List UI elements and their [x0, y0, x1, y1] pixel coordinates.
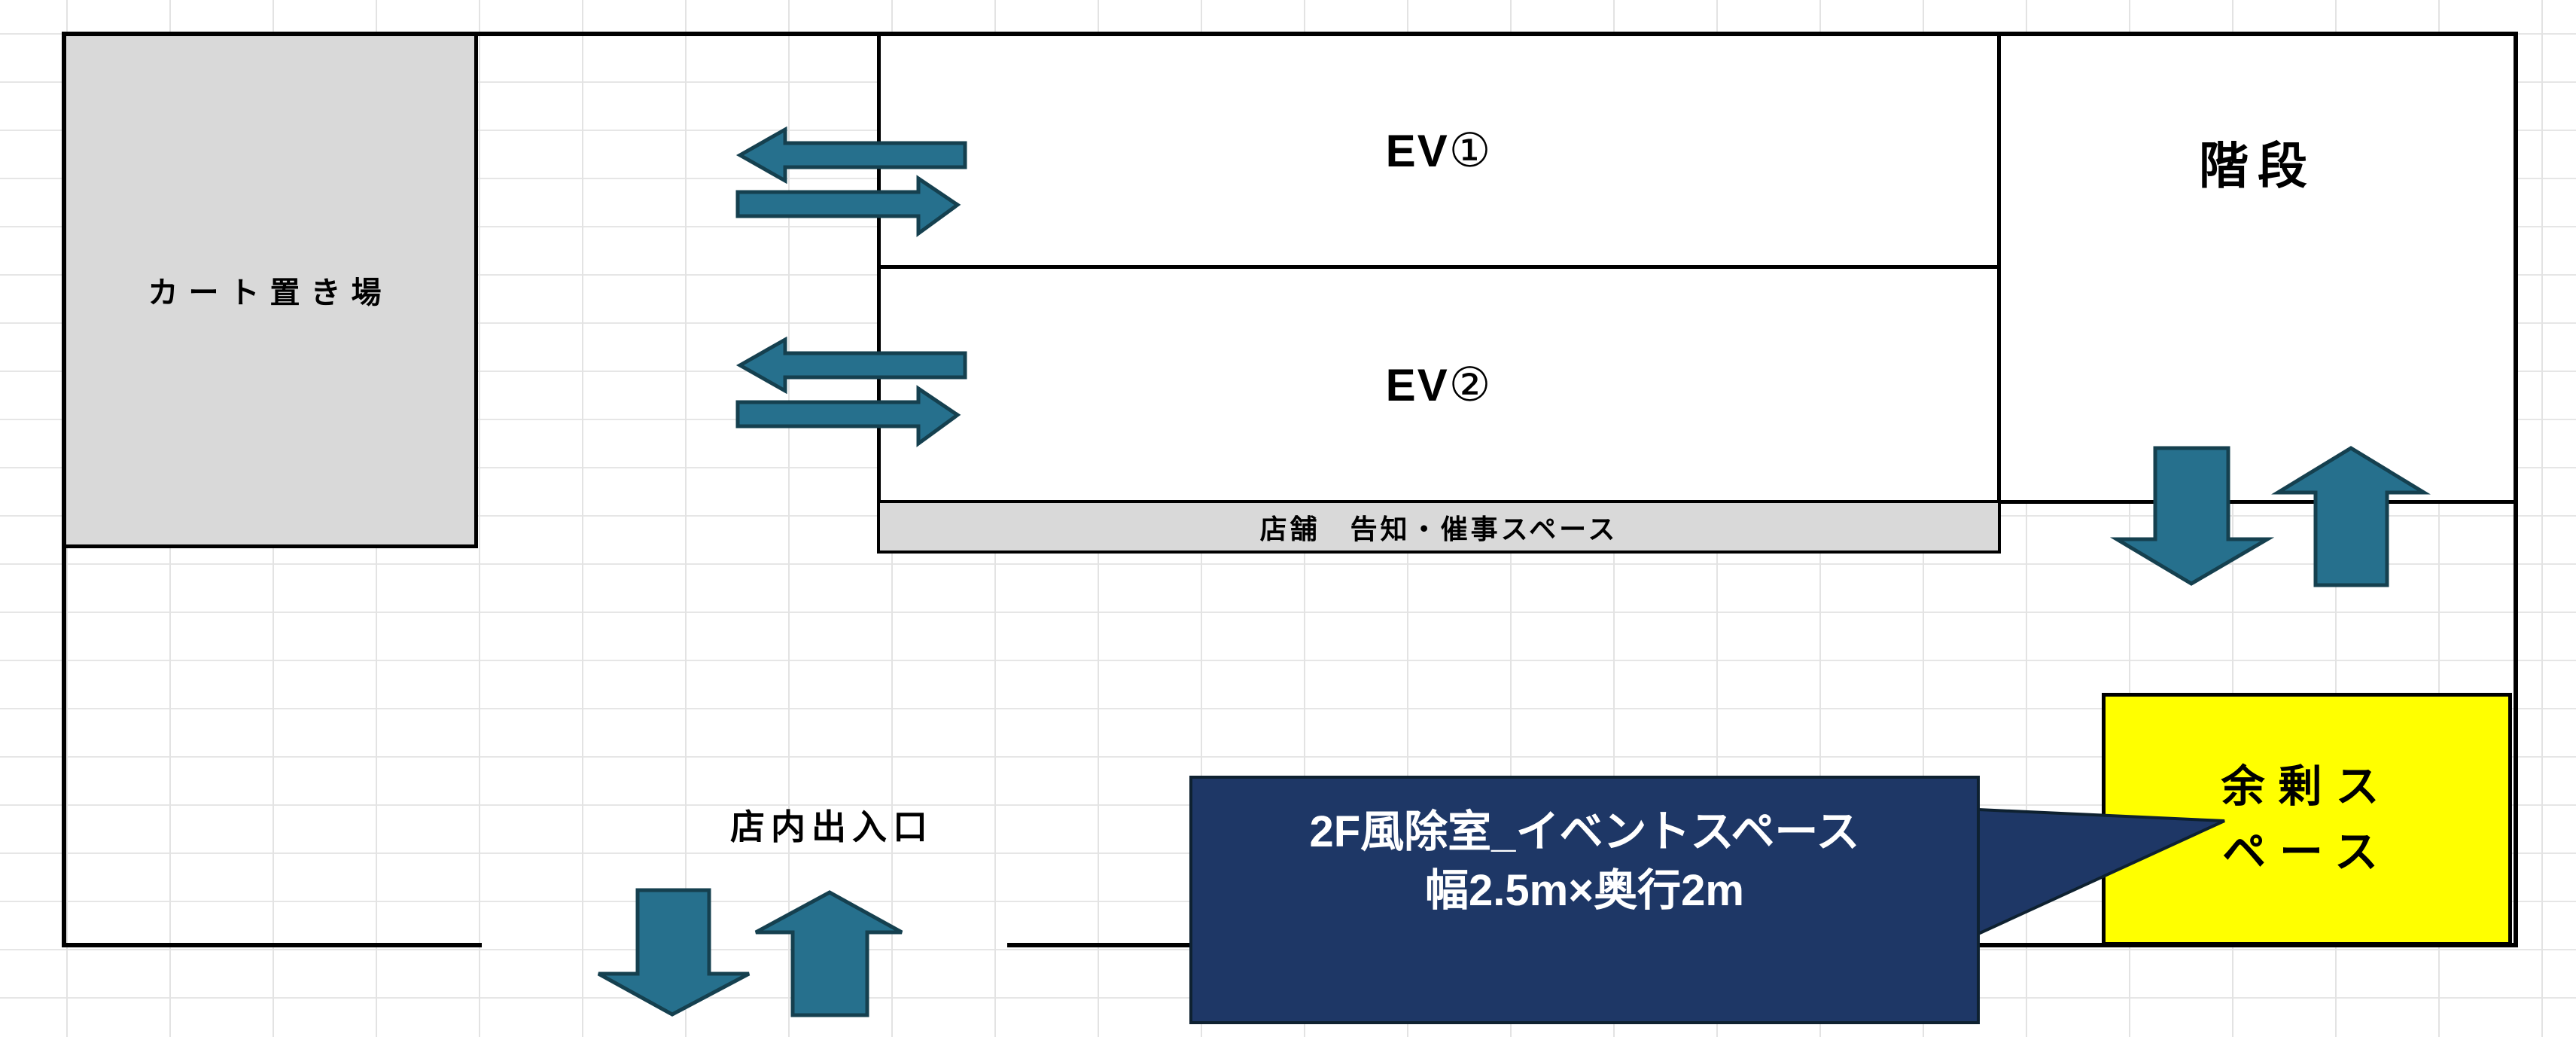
stairs-block-fill — [2001, 32, 2518, 503]
cart-storage-area: カート置き場 — [62, 32, 478, 548]
stairs-label: 階段 — [2199, 138, 2316, 194]
circled-2-glyph: ② — [1448, 359, 1493, 411]
surplus-space-label-line1: 余剰ス — [2221, 762, 2393, 811]
wall-left — [62, 32, 66, 947]
circled-1-glyph: ① — [1448, 125, 1493, 177]
wall-elevator-left — [877, 32, 881, 554]
callout-text-line1: 2F風除室_イベントスペース — [1309, 807, 1860, 856]
wall-ev1-ev2-divider — [877, 265, 2001, 269]
surplus-space-area: 余剰ス ペース — [2102, 693, 2512, 946]
store-notice-label: 店舗 告知・催事スペース — [1259, 513, 1618, 544]
elevator-2-area: EV② — [881, 269, 1997, 500]
wall-top — [62, 32, 2518, 36]
store-entrance-area: 店内出入口 — [587, 800, 1076, 849]
elevator-1-area: EV① — [881, 35, 1997, 265]
callout-text-line2: 幅2.5m×奥行2m — [1425, 866, 1744, 916]
wall-bottom-left-segment — [62, 943, 482, 947]
elevator-2-label: EV② — [1385, 359, 1493, 411]
surplus-space-label-line2: ペース — [2221, 828, 2392, 877]
wall-elevator-stairs-divider — [1997, 32, 2001, 554]
elevator-1-label: EV① — [1385, 125, 1493, 177]
store-entrance-label: 店内出入口 — [730, 807, 933, 846]
store-notice-strip: 店舗 告知・催事スペース — [877, 500, 2001, 554]
event-space-callout: 2F風除室_イベントスペース 幅2.5m×奥行2m — [1189, 776, 1980, 1024]
wall-right — [2514, 32, 2518, 947]
cart-storage-label: カート置き場 — [148, 276, 392, 310]
stairs-area: 階段 — [2001, 117, 2514, 207]
elevator-block-fill — [877, 32, 2001, 554]
